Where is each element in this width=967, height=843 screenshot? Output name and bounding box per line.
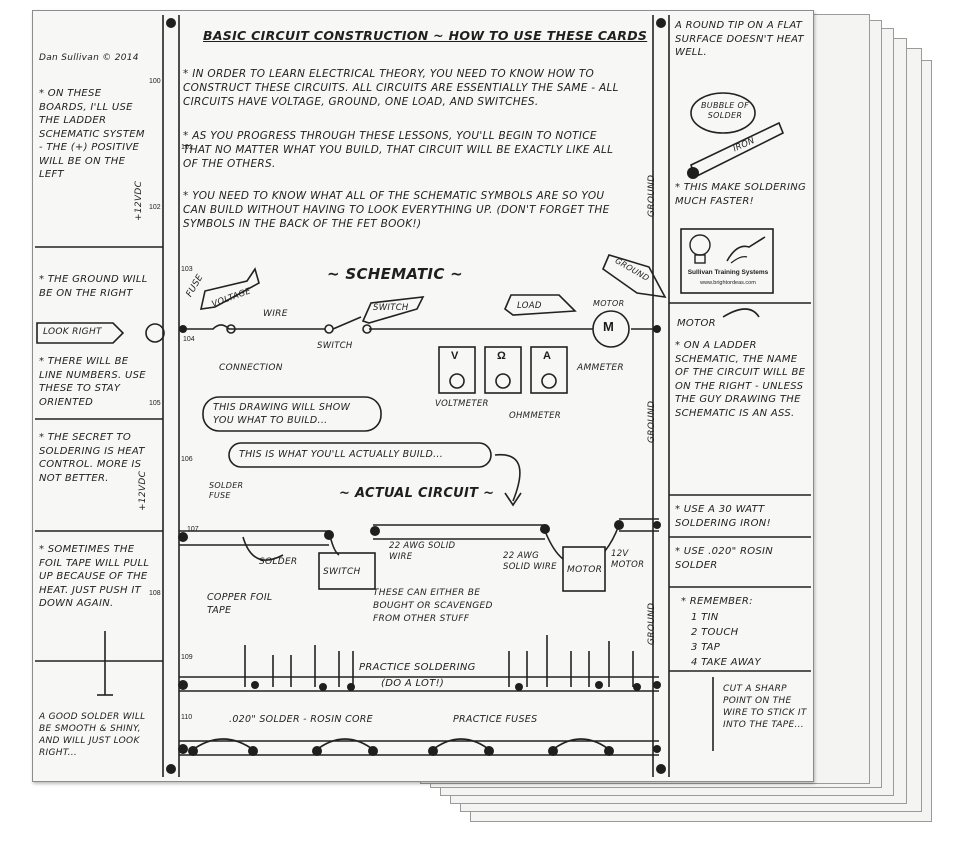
hand-holding-iron-icon [723,233,769,267]
left-note-good-solder: A good solder will be smooth & shiny, an… [39,712,146,758]
wire-gauge-label: 22 AWG solid wire [503,551,557,572]
line-number: 104 [183,336,195,343]
voltage-label: +12VDC [134,180,144,221]
remember-step: 4 Take away [691,657,761,668]
cloud-note-actual: This is what you'll actually build... [239,449,444,460]
right-note-30-watt: * Use a 30 watt soldering iron! [675,504,771,529]
right-note-round-tip: A round tip on a flat surface doesn't he… [675,20,804,58]
copper-foil-label: Copper foil tape [207,592,273,616]
practice-soldering-label: Practice soldering [359,662,476,673]
switch-box-label: Switch [323,567,361,577]
left-note-ground: * The ground will be on the right [39,274,148,299]
solder-core-label: .020" solder - rosin core [229,714,373,725]
card-line-art [35,15,811,777]
left-note-heat-control: * The secret to soldering is heat contro… [39,432,145,484]
ohmmeter-symbol: Ω [497,350,506,362]
logo-company-name: Sullivan Training Systems [687,269,769,276]
line-number: 103 [181,266,193,273]
logo-url: www.brightordeas.com [700,280,756,286]
ground-label: Ground [647,400,657,443]
right-motor-label: Motor [677,318,716,329]
voltmeter-symbol: V [451,350,459,362]
voltmeter-label: Voltmeter [435,399,489,409]
do-a-lot-label: (Do a lot!) [381,678,445,689]
intro-paragraph-2: * As you progress through these lessons,… [183,130,614,170]
look-right-arrow-label: Look right [43,327,102,337]
motor-label: Motor [593,299,625,308]
right-note-faster: * This make soldering much faster! [675,182,807,207]
actual-circuit-heading: ~ Actual Circuit ~ [339,486,495,501]
line-number: 105 [149,400,161,407]
remember-step: 2 Touch [691,627,739,638]
line-number: 109 [181,654,193,661]
line-number: 106 [181,456,193,463]
intro-paragraph-1: * In order to learn electrical theory, y… [183,68,619,108]
cloud-note-drawing: This drawing will show you what to build… [213,402,351,426]
remember-step: 3 Tap [691,642,721,653]
line-number: 100 [149,78,161,85]
practice-fuses-label: Practice fuses [453,714,538,725]
ammeter-label: Ammeter [577,363,624,373]
signature: Dan Sullivan © 2014 [39,53,139,63]
ground-label: Ground [647,174,657,217]
left-note-ladder: * On these boards, I'll use the ladder s… [39,88,145,180]
motor-voltage-label: 12V motor [611,549,645,570]
ohmmeter-label: Ohmmeter [509,411,561,421]
schematic-heading: ~ Schematic ~ [327,265,464,283]
motor-symbol: M [603,319,614,334]
connection-label: Connection [219,363,283,373]
line-number: 108 [149,590,161,597]
switch-flag-label: Switch [373,303,409,313]
line-number: 102 [149,204,161,211]
components-note: These can either be bought or scavenged … [373,588,493,624]
right-note-ladder-name: * On a ladder schematic, the name of the… [675,340,806,419]
ground-label: Ground [647,602,657,645]
left-note-line-numbers: * There will be line numbers. Use these … [39,356,146,408]
load-flag-label: Load [517,301,542,311]
right-note-rosin-solder: * Use .020" rosin solder [675,546,774,571]
switch-label: Switch [317,341,353,351]
solder-fuse-label: Solder fuse [209,481,244,500]
wire-gauge-label: 22 AWG solid wire [389,541,456,562]
lightbulb-icon [685,233,715,267]
motor-box-label: Motor [567,565,603,575]
right-note-sharp-point: Cut a sharp point on the wire to stick i… [723,684,807,730]
instruction-card: Dan Sullivan © 2014 Basic Circuit Constr… [32,10,814,782]
bubble-of-solder-label: Bubble of solder [701,101,749,120]
remember-step: 1 Tin [691,612,719,623]
intro-paragraph-3: * You need to know what all of the schem… [183,190,610,230]
line-number: 107 [187,526,199,533]
line-number: 101 [181,144,193,151]
wire-label: Wire [263,309,288,319]
voltage-label: +12VDC [138,470,148,511]
solder-label: Solder [259,557,298,567]
remember-heading: * Remember: [681,596,753,607]
left-note-foil-tape: * Sometimes the foil tape will pull up b… [39,544,150,609]
ammeter-symbol: A [543,350,551,362]
line-number: 110 [181,714,193,721]
card-title: Basic Circuit Construction ~ How to Use … [203,28,648,43]
